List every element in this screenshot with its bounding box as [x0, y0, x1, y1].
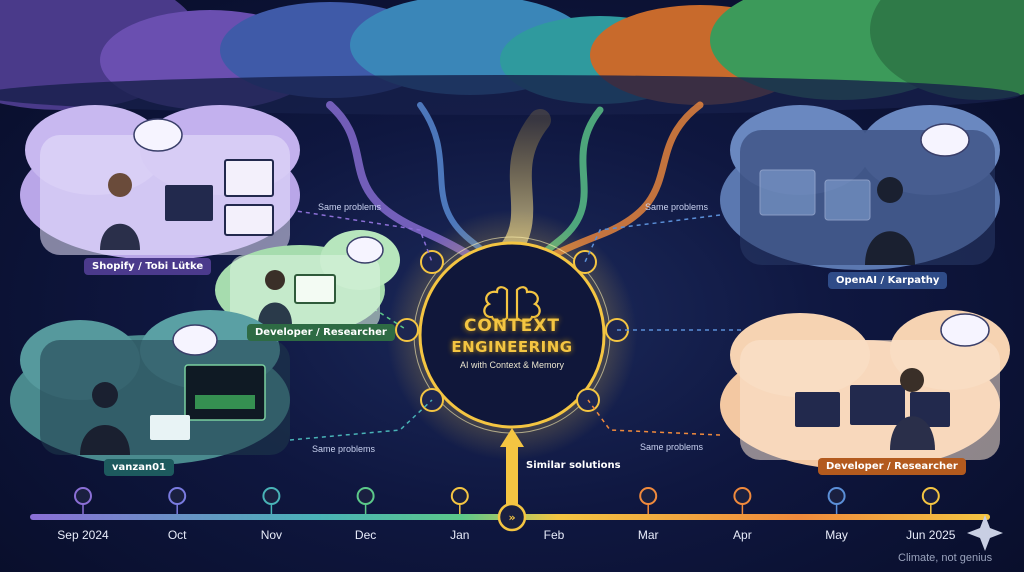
center-title-line1: CONTEXT: [463, 316, 561, 336]
timeline-milestone-icon: [639, 487, 658, 505]
same-problems-label: Same problems: [318, 202, 382, 212]
brain-icon: [483, 286, 541, 323]
timeline-month: Nov: [260, 528, 283, 542]
sky-clouds: [0, 0, 1024, 115]
watermark: Climate, not genius: [898, 552, 993, 564]
persona-label-vanzan01: vanzan01: [104, 459, 174, 476]
similar-solutions-arrow: [500, 428, 524, 505]
timeline-month: Apr: [733, 528, 752, 542]
timeline-milestone-icon: [827, 487, 846, 505]
sparkle-icon: [967, 515, 1003, 551]
persona-clouds: [10, 105, 1010, 470]
document-node-icon: [395, 318, 419, 342]
gear-node-icon: [420, 250, 444, 274]
center-ring: [418, 241, 606, 429]
timeline-milestone-icon: [356, 487, 375, 505]
brain-code-icon: [172, 324, 218, 356]
persona-label-openai: OpenAI / Karpathy: [828, 272, 948, 289]
same-problems-label: Same problems: [645, 202, 709, 212]
persona-label-developer-green: Developer / Researcher: [247, 324, 395, 341]
same-problems-label: Same problems: [312, 444, 376, 454]
timeline-month: Oct: [167, 528, 187, 542]
persona-label-shopify: Shopify / Tobi Lütke: [84, 258, 212, 275]
timeline: »: [30, 487, 990, 532]
cloud-brain-icon: [940, 313, 990, 347]
similar-solutions-label: Similar solutions: [526, 460, 621, 471]
timeline-milestone-icon: [74, 487, 92, 505]
brain-network-icon: [920, 123, 970, 157]
timeline-month: Feb: [543, 528, 565, 542]
timeline-month: Jan: [450, 528, 470, 542]
cloud-developer-green: [215, 230, 400, 335]
timeline-milestone-icon: [733, 487, 752, 505]
timeline-month: Mar: [637, 528, 659, 542]
timeline-current-marker: [497, 502, 527, 532]
same-problems-label: Same problems: [640, 442, 704, 452]
svg-text:»: »: [508, 511, 515, 524]
timeline-month: Jun 2025: [906, 528, 956, 542]
thought-bubbles: [133, 118, 990, 356]
persona-label-developer-orange: Developer / Researcher: [818, 458, 966, 475]
timeline-month: Dec: [354, 528, 377, 542]
database-node-icon: [573, 250, 597, 274]
cloud-vanzan01: [10, 310, 290, 465]
cloud-openai: [720, 105, 1000, 270]
timeline-milestone-icon: [262, 487, 281, 505]
timeline-month: Sep 2024: [57, 528, 109, 542]
brain-presentation-icon: [133, 118, 183, 152]
center-title-line2: ENGINEERING: [451, 338, 573, 356]
cloud-shopify: [20, 105, 300, 260]
timeline-milestone-icon: [921, 487, 940, 505]
center-subtitle: AI with Context & Memory: [459, 360, 565, 370]
timeline-milestone-icon: [450, 487, 469, 505]
timeline-month: May: [825, 528, 848, 542]
timeline-milestone-icon: [168, 487, 187, 505]
cloud-developer-orange: [720, 310, 1010, 470]
brain-code-icon: [346, 236, 384, 264]
